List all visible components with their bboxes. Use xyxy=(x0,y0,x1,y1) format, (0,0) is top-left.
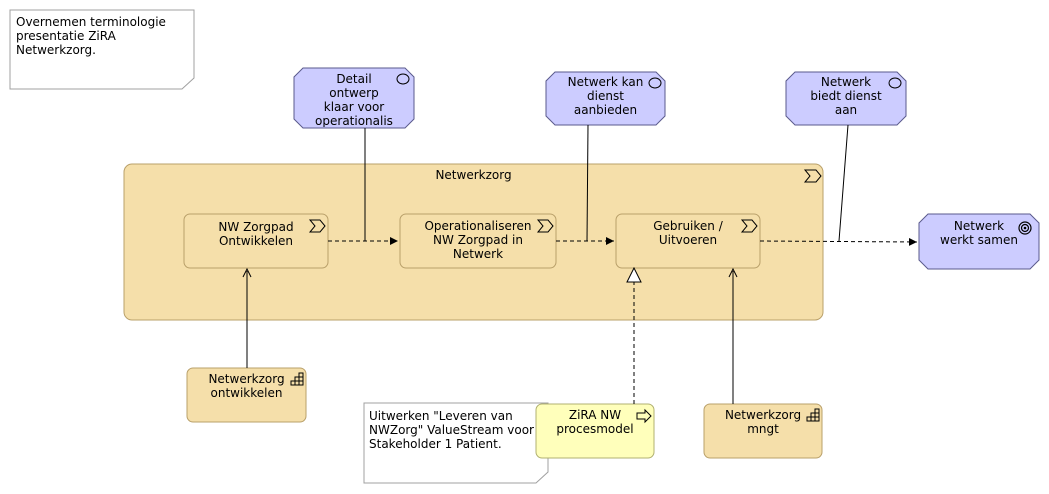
event-icon xyxy=(648,77,662,89)
note-top-text: Overnemen terminologie presentatie ZiRA … xyxy=(16,15,166,57)
value-stream-icon xyxy=(536,219,554,233)
serving-arrows xyxy=(242,267,738,404)
event-icon xyxy=(888,77,902,89)
stage-operationaliseren-label: Operationaliseren NW Zorgpad in Netwerk xyxy=(424,219,532,261)
note-top[interactable] xyxy=(9,9,195,90)
capability-mngt-label: Netwerkzorg mngt xyxy=(724,408,802,436)
capability-icon xyxy=(290,372,304,386)
event-icon xyxy=(396,73,410,85)
outcome-netwerk-kan-dienst[interactable] xyxy=(545,71,666,126)
outcome-kan-dienst-label: Netwerk kan dienst aanbieden xyxy=(567,75,644,117)
outcome-detail-ontwerp[interactable] xyxy=(293,67,415,129)
realization-arrow xyxy=(626,266,642,404)
capability-ontwikkelen-label: Netwerkzorg ontwikkelen xyxy=(208,372,285,400)
outcome-detail-label: Detail ontwerp klaar voor operationalis xyxy=(315,72,393,127)
value-stream-icon xyxy=(740,219,758,233)
stage-ontwikkelen-label: NW Zorgpad Ontwikkelen xyxy=(218,220,294,248)
stage-ontwikkelen[interactable] xyxy=(183,213,329,269)
note-bottom[interactable] xyxy=(363,402,549,484)
value-stream-icon xyxy=(803,169,822,183)
flow-connections xyxy=(328,237,918,246)
outcome-netwerk-biedt-dienst[interactable] xyxy=(785,71,907,126)
association-lines xyxy=(364,124,849,242)
container-label: Netwerkzorg xyxy=(435,168,512,182)
stage-gebruiken-label: Gebruiken / Uitvoeren xyxy=(653,219,723,247)
goal-netwerk-werkt-samen[interactable] xyxy=(918,213,1040,270)
value-stream-icon xyxy=(308,219,326,233)
process-icon xyxy=(636,408,652,424)
process-zira-nw-procesmodel[interactable] xyxy=(535,403,655,459)
capability-netwerkzorg-mngt[interactable] xyxy=(703,403,823,459)
note-bottom-text: Uitwerken "Leveren van NWZorg" ValueStre… xyxy=(369,409,534,451)
process-model-label: ZiRA NW procesmodel xyxy=(556,408,634,436)
capability-icon xyxy=(806,408,820,422)
outcome-biedt-dienst-label: Netwerk biedt dienst aan xyxy=(810,75,882,117)
goal-label: Netwerk werkt samen xyxy=(940,219,1018,247)
target-icon xyxy=(1018,221,1032,235)
outcome-detail-clip: Detail ontwerp klaar voor operationalis xyxy=(296,72,412,127)
